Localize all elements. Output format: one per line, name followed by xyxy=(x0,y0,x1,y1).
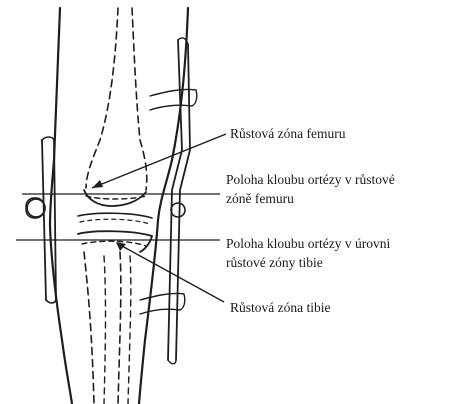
label-tibia-growth-zone: Růstová zóna tibie xyxy=(230,298,330,317)
femur-growth-zone xyxy=(86,196,146,199)
label-joint-femur-line2: zóně femuru xyxy=(226,189,395,208)
label-joint-femur: Poloha kloubu ortézy v růstové zóně femu… xyxy=(226,170,395,208)
tibia-growth-zone xyxy=(82,241,146,246)
joint-space xyxy=(78,213,152,218)
femur-outline-left xyxy=(86,8,118,188)
tibia-right xyxy=(118,252,121,404)
orthosis-joint-right xyxy=(171,203,185,217)
leg-outline-right xyxy=(139,8,188,404)
femur-condyles xyxy=(84,190,146,206)
arrowhead-femur xyxy=(92,180,103,188)
leader-femur-growth xyxy=(92,134,226,188)
label-joint-tibia-line1: Poloha kloubu ortézy v úrovni xyxy=(226,234,390,253)
leg-outline-left xyxy=(50,8,72,404)
fibula-left xyxy=(104,256,106,404)
tibia-plateau xyxy=(78,231,152,252)
arrowhead-tibia xyxy=(116,242,126,251)
label-joint-tibia: Poloha kloubu ortézy v úrovni růstové zó… xyxy=(226,234,390,272)
femur-outline-right xyxy=(132,8,147,190)
label-joint-tibia-line2: růstové zóny tibie xyxy=(226,253,390,272)
tibia-left xyxy=(84,252,94,404)
fibula-right xyxy=(128,256,131,404)
label-femur-growth-zone: Růstová zóna femuru xyxy=(230,124,345,143)
label-joint-femur-line1: Poloha kloubu ortézy v růstové xyxy=(226,170,395,189)
